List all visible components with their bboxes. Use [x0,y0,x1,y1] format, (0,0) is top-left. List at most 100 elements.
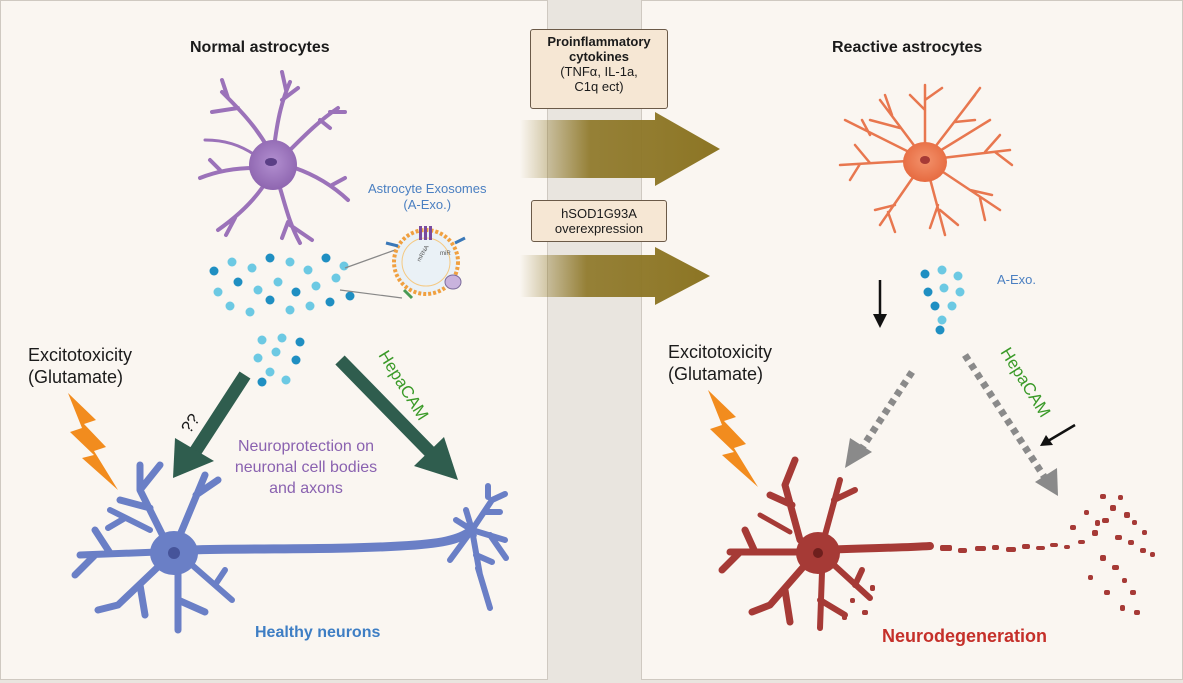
axon-fragment [1070,525,1076,530]
axon-fragment [975,546,986,551]
exosome-particle [225,301,235,311]
exosome-particle [321,253,331,263]
normal-astrocyte-icon [198,70,350,245]
lightning-bolt-icon [68,393,118,490]
excitotoxicity-line: (Glutamate) [28,367,124,387]
axon-fragment [1095,520,1100,526]
healthy-neurons-label: Healthy neurons [255,624,381,641]
lightning-bolt-icon-right [708,390,758,487]
axon-fragment [1104,590,1110,595]
excitotoxicity-label-left: Excitotoxicity (Glutamate) [28,344,132,388]
exosome-detail-icon: mRNA miR [339,226,466,300]
axon-fragment [958,548,967,553]
exosome-particle [285,305,295,315]
exosome-particle [345,291,355,301]
exosome-particle [227,257,237,267]
axon-fragment [1112,565,1119,570]
exosome-particle [937,265,947,275]
axon-fragment [850,598,855,603]
exosome-particle [281,375,291,385]
overexpression-box: hSOD1G93A overexpression [531,200,667,242]
axon-fragment [1022,544,1030,549]
down-arrow-icon [873,280,887,328]
overexpression-box-line: hSOD1G93A [561,206,637,221]
axon-fragment [842,615,847,620]
excitotoxicity-line: (Glutamate) [668,364,764,384]
reactive-astrocytes-title: Reactive astrocytes [832,39,983,56]
healthy-neuron-icon [71,461,509,634]
exosome-particle [305,301,315,311]
axon-fragment [1100,555,1106,561]
axon-fragment [1064,545,1070,549]
astrocyte-exosomes-label: Astrocyte Exosomes (A-Exo.) [368,181,487,213]
excitotoxicity-line: Excitotoxicity [668,342,773,362]
overexpression-box-line: overexpression [554,221,644,236]
exosome-label-line: (A-Exo.) [403,197,452,212]
exosome-particle [271,347,281,357]
exosome-particle [213,287,223,297]
axon-fragment [862,610,868,615]
axon-fragment [1084,510,1089,515]
exosome-particle [277,333,287,343]
exosome-particle [920,269,930,279]
exosome-particle [935,325,945,335]
cytokines-box: Proinflammatory cytokines (TNFα, IL-1a, … [530,29,668,109]
axon-fragment [1140,548,1146,553]
exosome-particle [273,277,283,287]
excitotoxicity-label-right: Excitotoxicity (Glutamate) [668,341,772,385]
axon-fragment [1036,546,1045,550]
axon-fragment [1124,512,1130,518]
axon-fragment [1128,540,1134,545]
reactive-astrocyte-icon [838,83,1014,237]
a-exo-label: A-Exo. [997,272,1037,287]
axon-fragment [1134,610,1140,615]
exosome-particle [930,301,940,311]
neuroprotection-line: neuronal cell bodies [234,459,378,476]
axon-fragment [1006,547,1016,552]
axon-fragment [1118,495,1123,500]
degenerating-neuron-icon [718,456,934,631]
axon-fragment [1142,530,1147,535]
dotted-arrow-to-axon [962,353,1058,496]
axon-fragment [1100,494,1106,499]
axon-fragment [992,545,999,550]
exosome-particle [265,253,275,263]
hepacam-label-right: HepaCAM [997,344,1055,421]
arrow-to-axon [335,355,458,480]
neuroprotection-line: and axons [269,480,343,497]
exosome-particle [209,266,219,276]
exosome-particle [257,335,267,345]
exosome-particle [291,287,301,297]
exosome-particle [325,297,335,307]
neurodegeneration-label: Neurodegeneration [882,626,1048,646]
normal-astrocytes-panel [0,0,548,680]
neuroprotection-line: Neuroprotection on [237,438,375,455]
dotted-arrow-to-cell-body [845,370,915,468]
exosome-particle [331,273,341,283]
axon-fragment [1092,530,1098,536]
exosome-particle [955,287,965,297]
exosome-particle [265,295,275,305]
normal-astrocytes-title: Normal astrocytes [190,39,330,56]
reactive-astrocytes-panel [641,0,1183,680]
exosome-particle [265,367,275,377]
exosome-particles-normal [209,253,355,387]
arrow-to-cell-body [173,371,251,478]
axon-fragment [1122,578,1127,583]
axon-fragment [1088,575,1093,580]
axon-fragment [1102,518,1109,523]
cytokines-box-line: (TNFα, IL-1a, [560,64,638,79]
svg-text:miR: miR [440,251,451,257]
axon-fragment [1130,590,1136,595]
exosome-particle [295,337,305,347]
axon-fragment [1120,605,1125,611]
axon-fragment [1115,535,1122,540]
exosome-particle [339,261,349,271]
exosome-particle [285,257,295,267]
exosome-particle [947,301,957,311]
exosome-particle [303,265,313,275]
axon-fragment [1150,552,1155,557]
cytokines-box-line: C1q ect) [574,79,624,94]
axon-fragment [1050,543,1058,547]
